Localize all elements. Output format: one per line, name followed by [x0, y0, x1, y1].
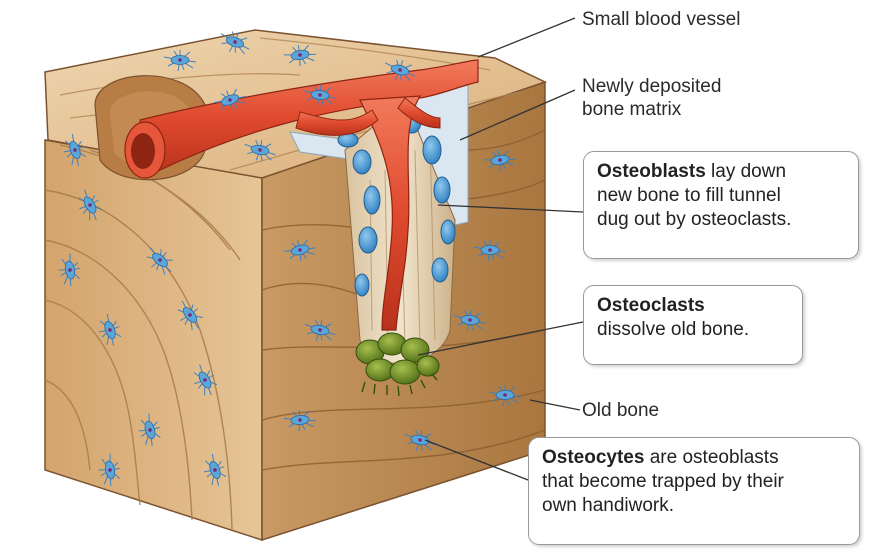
osteocyte-cell [163, 50, 197, 72]
osteoblasts-line1: lay down [705, 161, 787, 182]
osteocyte-cell [98, 313, 122, 346]
osteocyte-cell [283, 239, 317, 262]
osteocytes-line1: are osteoblasts [644, 447, 779, 468]
callout-osteocytes: Osteocytes are osteoblasts that become t… [528, 437, 860, 545]
osteoclasts-line2: dissolve old bone. [597, 319, 750, 340]
label-old-bone: Old bone [582, 400, 660, 421]
osteocyte-cell [283, 45, 317, 67]
osteoclasts-term: Osteoclasts [597, 295, 705, 316]
osteocyte-cell [473, 240, 507, 262]
osteoblasts [337, 110, 456, 297]
osteocyte-cell [146, 247, 173, 275]
osteocyte-cell [177, 300, 203, 331]
label-new-matrix: Newly deposited bone matrix [582, 75, 721, 121]
label-new-matrix-line1: Newly deposited [582, 76, 722, 97]
osteocyte-cell [78, 189, 103, 221]
osteocyte-cell [138, 413, 161, 447]
callout-osteoclasts: Osteoclasts dissolve old bone. [583, 285, 803, 365]
label-small-blood-vessel: Small blood vessel [582, 9, 741, 30]
osteocytes-term: Osteocytes [542, 447, 645, 468]
osteocytes [58, 31, 522, 487]
osteocyte-cell [385, 59, 416, 82]
osteocyte-cell [283, 409, 317, 432]
osteocyte-cell [244, 139, 276, 161]
osteocytes-line2: that become trapped by their [542, 471, 784, 492]
leader-lines [417, 17, 584, 481]
osteocyte-cell [220, 31, 250, 55]
osteocyte-cell [63, 133, 87, 166]
osteocyte-cell [304, 319, 336, 341]
osteocyte-cell [454, 309, 486, 331]
osteocyte-cell [213, 88, 246, 112]
osteocyte-cell [98, 453, 120, 487]
osteocyte-cell [304, 84, 336, 106]
blood-vessel [124, 59, 479, 331]
label-new-matrix-line2: bone matrix [582, 99, 682, 120]
osteocyte-cell [488, 385, 522, 407]
osteocyte-cell [58, 253, 80, 287]
osteoclasts [355, 332, 440, 385]
osteocyte-cell [404, 429, 436, 451]
osteoblasts-line2: new bone to fill tunnel [597, 185, 781, 206]
osteocytes-line3: own handiwork. [542, 495, 675, 516]
osteoblasts-term: Osteoblasts [597, 161, 706, 182]
osteocyte-cell [193, 364, 218, 396]
osteocyte-cell [203, 453, 227, 486]
callout-osteoblasts: Osteoblasts lay down new bone to fill tu… [583, 151, 859, 259]
osteoblasts-line3: dug out by osteoclasts. [597, 209, 792, 230]
